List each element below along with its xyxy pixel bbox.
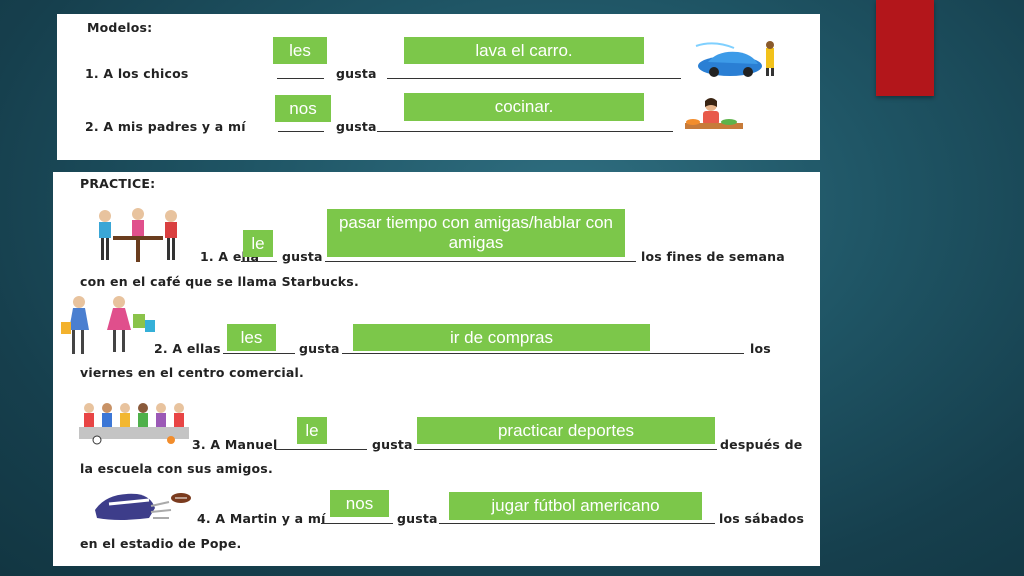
model-2-verb: gusta xyxy=(336,119,377,134)
practice-4-blank-pronoun xyxy=(321,523,393,524)
practice-4-answer-pronoun: nos xyxy=(330,490,389,517)
cooking-woman-clipart xyxy=(685,98,743,129)
practice-3-blank-pronoun xyxy=(275,449,367,450)
practice-4-blank-phrase xyxy=(439,523,715,524)
shopping-girls-clipart xyxy=(61,296,155,354)
practice-1-line2: con en el café que se llama Starbucks. xyxy=(80,274,359,289)
practice-2-answer-phrase: ir de compras xyxy=(353,324,650,351)
practice-heading: PRACTICE: xyxy=(80,176,156,191)
practice-4-suffix: los sábados xyxy=(719,511,805,526)
practice-3-line2: la escuela con sus amigos. xyxy=(80,461,273,476)
practice-4-prefix: 4. A Martin y a mí xyxy=(197,511,326,526)
practice-2-line2: viernes en el centro comercial. xyxy=(80,365,304,380)
model-2-prefix: 2. A mis padres y a mí xyxy=(85,119,246,134)
practice-1-answer-phrase: pasar tiempo con amigas/hablar con amiga… xyxy=(327,209,625,257)
practice-2-suffix: los xyxy=(750,341,771,356)
model-1-verb: gusta xyxy=(336,66,377,81)
cafe-friends-clipart xyxy=(99,208,177,262)
sports-kids-clipart xyxy=(79,403,189,445)
practice-4-answer-phrase: jugar fútbol americano xyxy=(449,492,702,520)
practice-1-blank-phrase xyxy=(325,261,636,262)
football-helmet-clipart xyxy=(95,493,191,520)
model-1-blank-phrase xyxy=(387,78,681,79)
practice-worksheet-panel: PRACTICE: 1. A ella gusta los fines de s… xyxy=(53,172,820,566)
model-1-answer-pronoun: les xyxy=(273,37,327,64)
practice-2-blank-phrase xyxy=(342,353,744,354)
practice-3-blank-phrase xyxy=(414,449,717,450)
practice-3-prefix: 3. A Manuel xyxy=(192,437,278,452)
practice-1-blank-pronoun xyxy=(241,261,277,262)
model-2-blank-pronoun xyxy=(278,131,324,132)
model-1-blank-pronoun xyxy=(277,78,324,79)
model-2-blank-phrase xyxy=(377,131,673,132)
practice-2-prefix: 2. A ellas xyxy=(154,341,221,356)
model-1-answer-phrase: lava el carro. xyxy=(404,37,644,64)
practice-2-answer-pronoun: les xyxy=(227,324,276,351)
practice-2-blank-pronoun xyxy=(223,353,295,354)
model-1-prefix: 1. A los chicos xyxy=(85,66,189,81)
red-accent-bar xyxy=(876,0,934,96)
practice-1-suffix: los fines de semana xyxy=(641,249,785,264)
model-2-answer-pronoun: nos xyxy=(275,95,331,122)
car-wash-clipart xyxy=(695,41,774,77)
practice-3-suffix: después de xyxy=(720,437,803,452)
practice-1-answer-pronoun: le xyxy=(243,230,273,257)
practice-1-verb: gusta xyxy=(282,249,323,264)
practice-4-line2: en el estadio de Pope. xyxy=(80,536,242,551)
practice-3-answer-phrase: practicar deportes xyxy=(417,417,715,444)
practice-3-answer-pronoun: le xyxy=(297,417,327,444)
model-2-answer-phrase: cocinar. xyxy=(404,93,644,121)
models-heading: Modelos: xyxy=(87,20,153,35)
models-worksheet-panel: Modelos: 1. A los chicos gusta les lava … xyxy=(57,14,820,160)
practice-3-verb: gusta xyxy=(372,437,413,452)
practice-2-verb: gusta xyxy=(299,341,340,356)
practice-4-verb: gusta xyxy=(397,511,438,526)
